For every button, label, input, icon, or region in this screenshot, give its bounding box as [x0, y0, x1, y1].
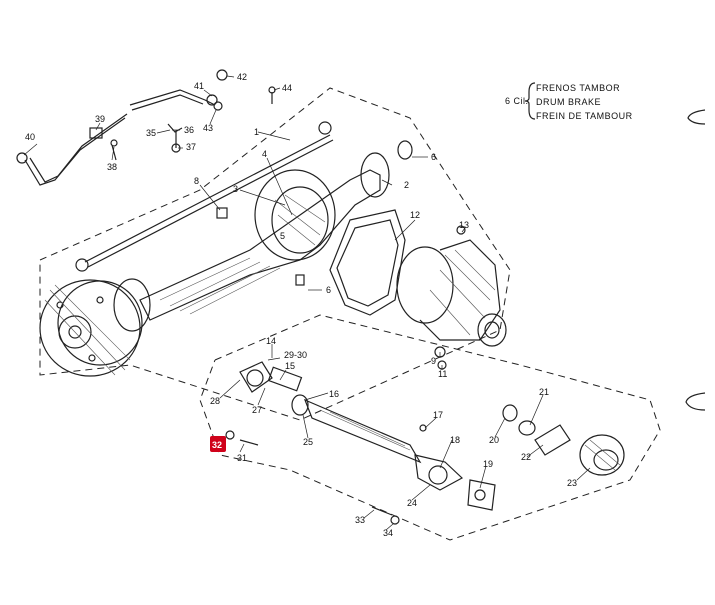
callout-label: 12 [410, 210, 420, 220]
callout-labels: 1 2 3 4 5 6 6 8 9 11 12 13 14 15 16 17 1… [25, 72, 577, 538]
callout-label: 38 [107, 162, 117, 172]
callout-label: 34 [383, 528, 393, 538]
callout-label: 35 [146, 128, 156, 138]
callout-label: 24 [407, 498, 417, 508]
bracket-parts [89, 69, 276, 161]
callout-label: 41 [194, 81, 204, 91]
callout-label: 16 [329, 389, 339, 399]
legend-brace [524, 82, 536, 120]
callout-label: 14 [266, 336, 276, 346]
callout-label: 23 [567, 478, 577, 488]
callout-label: 40 [25, 132, 35, 142]
callout-label: 2 [404, 180, 409, 190]
coupling-parts [502, 404, 625, 476]
callout-label: 19 [483, 459, 493, 469]
callout-label: 43 [203, 123, 213, 133]
legend-prefix: 6 Cil. [505, 96, 529, 106]
callout-label: 42 [237, 72, 247, 82]
callout-label: 4 [262, 149, 267, 159]
callout-label: 39 [95, 114, 105, 124]
callout-label: 21 [539, 387, 549, 397]
legend-line-2: DRUM BRAKE [536, 97, 601, 107]
callout-label: 29-30 [284, 350, 307, 360]
axle-housing [139, 140, 413, 321]
scan-edge-mark [687, 109, 706, 125]
callout-label: 13 [459, 220, 469, 230]
callout-label: 5 [280, 231, 285, 241]
scan-edge-mark [685, 392, 706, 411]
stabilizer-bar [16, 89, 223, 186]
differential-carrier [396, 225, 507, 370]
callout-label: 6 [431, 152, 436, 162]
highlighted-callout[interactable]: 32 [210, 436, 226, 452]
callout-label: 8 [194, 176, 199, 186]
callout-label: 25 [303, 437, 313, 447]
axle-group-boundary [39, 87, 511, 421]
callout-label: 33 [355, 515, 365, 525]
leader-lines [23, 75, 591, 531]
legend-line-3: FREIN DE TAMBOUR [536, 111, 633, 121]
callout-label: 17 [433, 410, 443, 420]
driveshaft-group-boundary [199, 314, 661, 541]
callout-label: 37 [186, 142, 196, 152]
callout-label: 28 [210, 396, 220, 406]
callout-label: 22 [521, 452, 531, 462]
gasket [329, 209, 406, 316]
propeller-shaft [225, 361, 496, 525]
callout-label: 11 [438, 369, 447, 379]
callout-label: 31 [237, 453, 247, 463]
callout-label: 27 [252, 405, 262, 415]
callout-label: 15 [285, 361, 295, 371]
brake-drum [39, 278, 151, 377]
callout-label: 18 [450, 435, 460, 445]
legend-line-1: FRENOS TAMBOR [536, 83, 620, 93]
track-rod [75, 121, 334, 272]
callout-label: 6 [326, 285, 331, 295]
callout-label: 1 [254, 127, 259, 137]
callout-label: 3 [233, 184, 238, 194]
callout-label: 44 [282, 83, 292, 93]
callout-label: 20 [489, 435, 499, 445]
highlight-box [210, 436, 226, 452]
highlight-label: 32 [212, 440, 222, 450]
callout-label: 36 [184, 125, 194, 135]
callout-label: 9 [431, 356, 436, 366]
